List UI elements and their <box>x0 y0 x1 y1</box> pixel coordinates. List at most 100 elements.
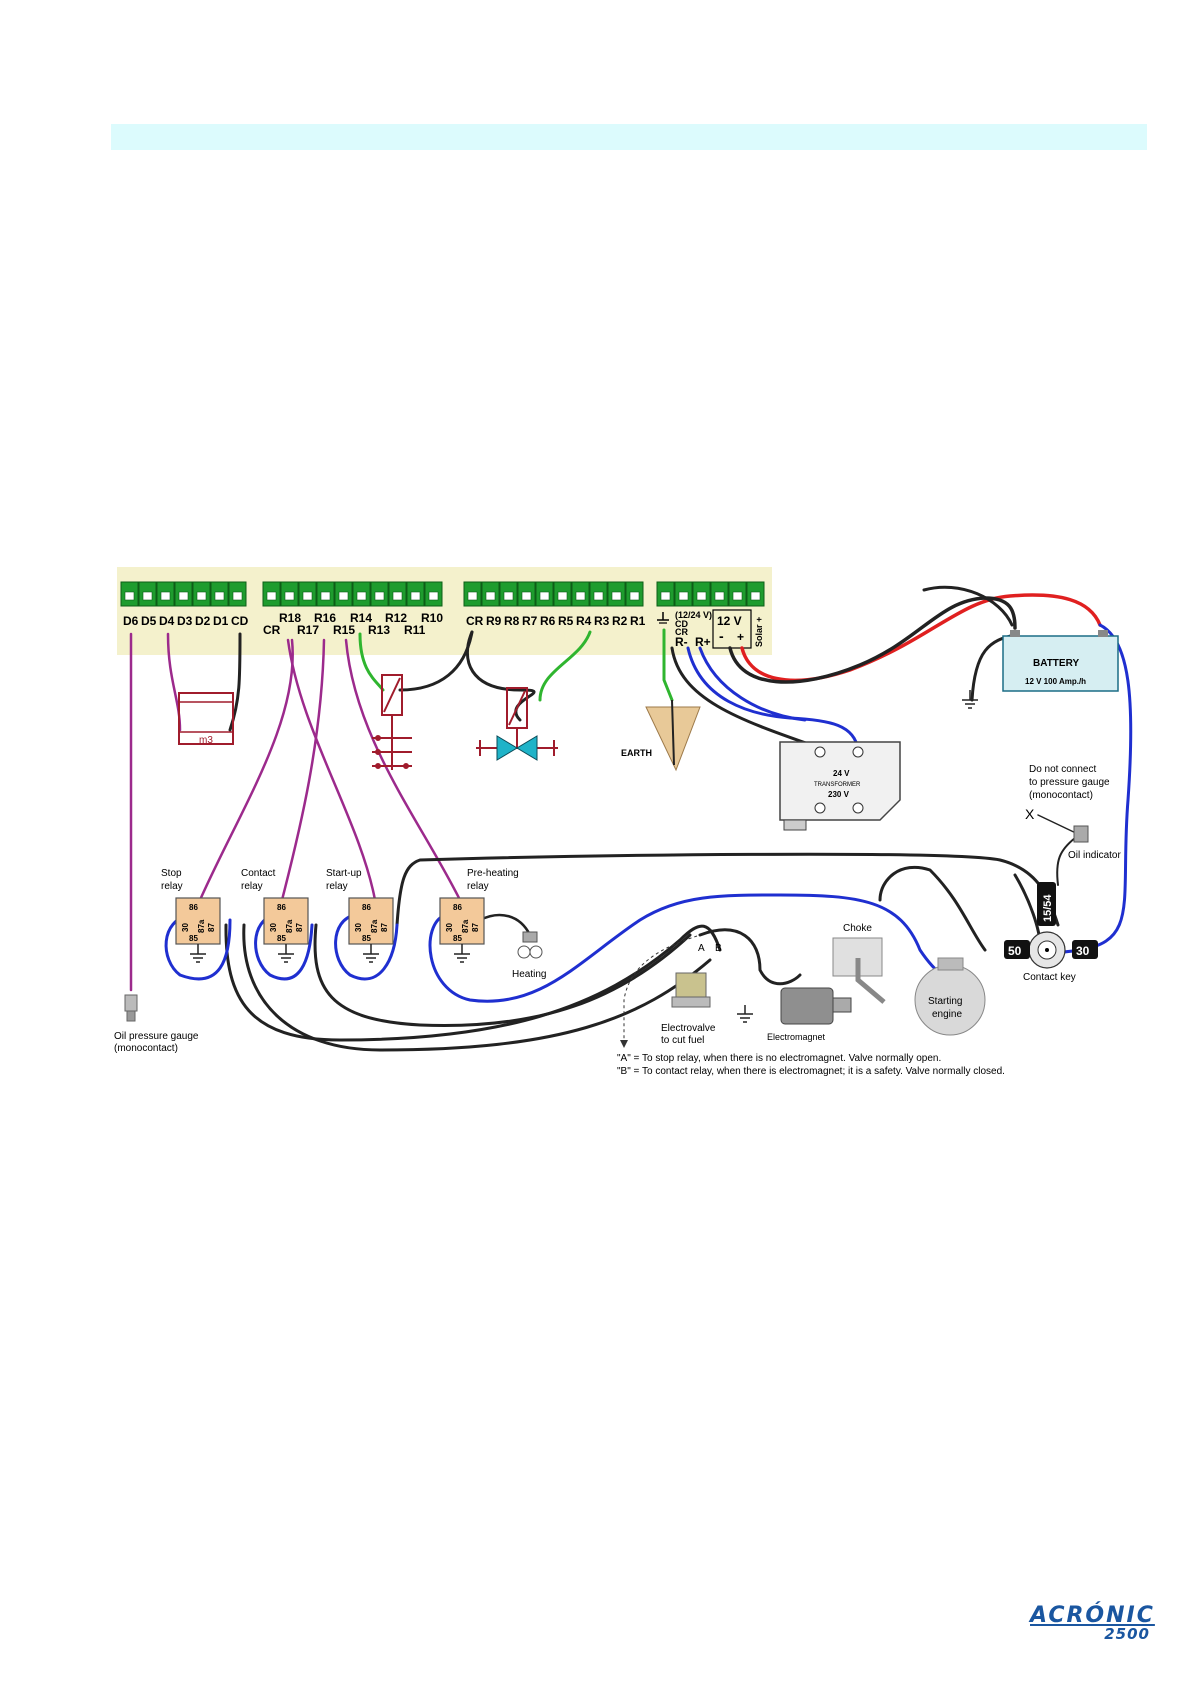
oil-indicator-body <box>1073 825 1089 843</box>
terminal-label: R9 <box>486 614 502 628</box>
earth-rod <box>671 699 675 766</box>
note-b: "B" = To contact relay, when there is el… <box>617 1066 1005 1077</box>
meter-label: m3 <box>199 735 213 746</box>
preheat-relay-label: Pre-heating <box>467 868 519 879</box>
terminal-screw <box>629 591 640 601</box>
terminal-label: D6 <box>123 614 139 628</box>
preheat-relay-label: relay <box>467 881 489 892</box>
meter-box <box>178 692 234 745</box>
oil-gauge-label: Oil pressure gauge <box>114 1031 199 1042</box>
gauge-body <box>124 994 138 1012</box>
battery-box <box>1002 635 1119 692</box>
contact-dot <box>375 735 381 741</box>
acronic-logo: ACRÓNIC 2500 <box>1030 1605 1153 1642</box>
relay-pin-label: 87 <box>295 923 304 932</box>
terminal-label: R6 <box>540 614 556 628</box>
terminal-board <box>117 567 772 655</box>
wire-green <box>662 628 674 702</box>
terminal-label: D1 <box>213 614 229 628</box>
starting-engine: Starting engine <box>914 957 986 1036</box>
terminal-screw <box>374 591 385 601</box>
label-b: B <box>715 943 722 954</box>
wire-blue <box>698 646 807 722</box>
wire-black <box>395 852 1060 927</box>
transformer-bottom: 230 V <box>828 790 850 799</box>
choke-lever <box>855 958 886 1004</box>
wire-blue <box>334 913 399 981</box>
wire-black <box>398 630 474 692</box>
terminal-screw <box>750 591 761 601</box>
relay-body <box>263 897 309 945</box>
coil-slash <box>383 677 401 713</box>
power-small-label: CR <box>675 627 688 637</box>
battery-terminal <box>1098 630 1108 637</box>
transformer-top: 24 V <box>833 769 850 778</box>
valve-body <box>496 735 518 761</box>
heating-body <box>522 931 538 943</box>
relay-pin-label: 87a <box>197 919 206 933</box>
transformer-mid: TRANSFORMER <box>814 782 861 788</box>
transformer-terminal <box>814 802 826 814</box>
transformer: 24 V TRANSFORMER 230 V <box>779 741 901 831</box>
transformer-foot <box>783 819 807 831</box>
terminal-label: R2 <box>612 614 628 628</box>
relay-pin-label: 86 <box>189 903 198 912</box>
wire-black <box>242 923 712 1052</box>
electrovalve-base <box>671 996 711 1008</box>
relay-pin-label: 87 <box>380 923 389 932</box>
electrovalve-label-2: to cut fuel <box>661 1035 704 1046</box>
terminal-label: R5 <box>558 614 574 628</box>
wire-blue <box>164 913 232 981</box>
terminal-label: R1 <box>630 614 646 628</box>
engine-label-2: engine <box>932 1009 962 1020</box>
terminal-screw <box>284 591 295 601</box>
terminal-label: D4 <box>159 614 175 628</box>
power-group: (12/24 V) CD CR R- R+ 12 V - + Solar + <box>657 609 764 649</box>
contact-relay-label: Contact <box>241 868 276 879</box>
valve-symbol <box>476 687 558 761</box>
terminal-label: CR <box>263 623 281 637</box>
terminal-blocks <box>120 581 765 607</box>
do-not-connect-line: Do not connect <box>1029 764 1096 775</box>
relay-pin-label: 86 <box>362 903 371 912</box>
terminal-label: R13 <box>368 623 390 637</box>
terminal-screw <box>467 591 478 601</box>
terminal-label: R11 <box>404 623 426 637</box>
wire-black <box>1037 814 1081 836</box>
power-small-label: (12/24 V) <box>675 610 712 620</box>
transformer-terminal <box>852 802 864 814</box>
wire-blue <box>254 913 314 981</box>
terminal-screw <box>557 591 568 601</box>
voltage-label: 12 V <box>717 614 742 628</box>
wire-black <box>313 923 692 1028</box>
terminal-screw <box>410 591 421 601</box>
relay-pin-label: 85 <box>362 934 371 943</box>
voltage-box <box>712 609 752 649</box>
relay-pin-label: 85 <box>453 934 462 943</box>
battery-terminal <box>1010 630 1020 637</box>
startup-relay-label: relay <box>326 881 348 892</box>
terminal-screw <box>539 591 550 601</box>
terminal-screw <box>428 591 439 601</box>
wire-black <box>878 865 987 952</box>
stop-relay-label: Stop <box>161 868 182 879</box>
key-50-box <box>1004 940 1030 959</box>
relay-pin-label: 85 <box>189 934 198 943</box>
transformer-terminal <box>852 746 864 758</box>
r-upper-labels: R18 R16 R14 R12 R10 <box>279 611 443 625</box>
contact-relay-label: relay <box>241 881 263 892</box>
terminal-screw <box>660 591 671 601</box>
power-rminus-label: R- <box>675 635 688 649</box>
terminal-label: R4 <box>576 614 592 628</box>
terminal-label: D5 <box>141 614 157 628</box>
earth: EARTH <box>621 699 701 772</box>
oil-indicator-group: Do not connect to pressure gauge (monoco… <box>1025 764 1121 861</box>
relay-pin-label: 30 <box>269 923 278 932</box>
wire-black <box>670 646 822 750</box>
wire-black <box>728 596 1017 684</box>
terminal-label: R14 <box>350 611 372 625</box>
terminal-screw <box>124 591 135 601</box>
solar-label: Solar + <box>754 617 764 647</box>
terminal-label: R8 <box>504 614 520 628</box>
